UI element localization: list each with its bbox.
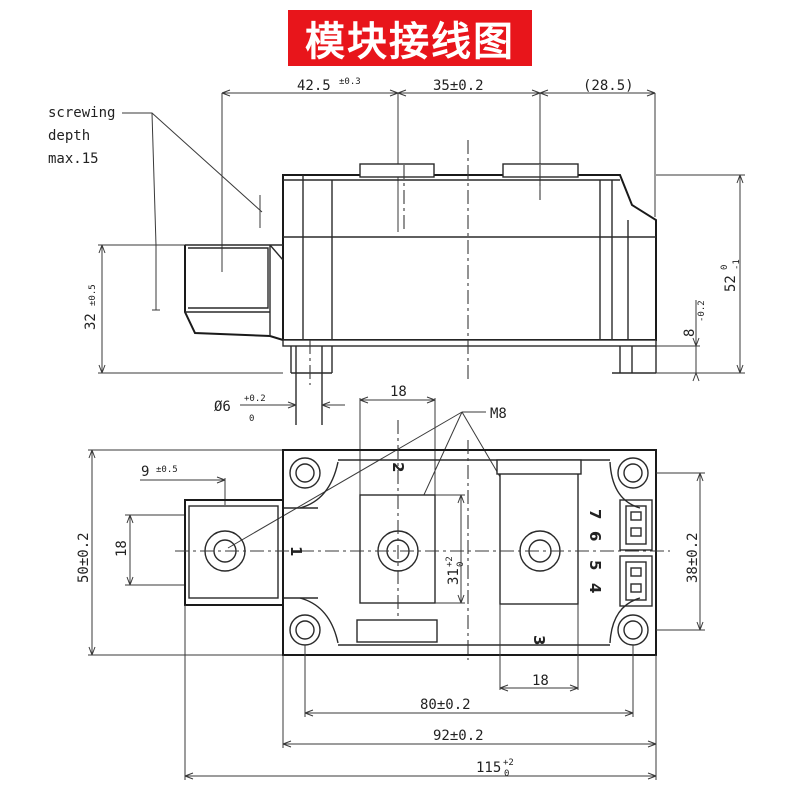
dim-31-tol-bot: 0 [456, 562, 466, 567]
dim-pin-6: Ø6 [214, 399, 231, 415]
pin-3-label: 3 [530, 635, 548, 645]
dim-92: 92±0.2 [433, 728, 484, 744]
dim-80: 80±0.2 [420, 697, 471, 713]
aux-connector-top [619, 499, 653, 551]
corner-hole-tr [617, 457, 649, 489]
dim-42-5-tol: ±0.3 [339, 77, 361, 87]
dim-115-tol-bot: 0 [504, 769, 509, 779]
dim-9-tol: ±0.5 [156, 465, 178, 475]
screwing-leader-1 [122, 112, 263, 213]
pin-1-label: 1 [287, 546, 305, 556]
corner-hole-bl [289, 614, 321, 646]
pin-4-label: 4 [586, 583, 604, 593]
pin-5-label: 5 [586, 560, 604, 570]
pin-6-label: 6 [586, 531, 604, 541]
dim-115: 115 [476, 760, 501, 776]
dim-8: 8 [682, 329, 698, 337]
pin-7-label: 7 [586, 509, 604, 519]
dim-32: 32 [83, 313, 99, 330]
screwing-note-1: screwing [48, 105, 115, 121]
dim-52-tol-bot: -1 [732, 259, 742, 270]
dim-32-tol: ±0.5 [88, 284, 98, 306]
dim-38: 38±0.2 [685, 532, 701, 583]
screwing-note-2: depth [48, 128, 90, 144]
m8-leader-left [227, 411, 463, 549]
pin-2-label: 2 [389, 462, 407, 472]
dim-8-tol: -0.2 [697, 300, 707, 322]
dim-35: 35±0.2 [433, 78, 484, 94]
m8-label: M8 [490, 406, 507, 422]
corner-hole-tl [289, 457, 321, 489]
dim-18-left: 18 [114, 540, 130, 557]
top-view: 18 M8 9 ±0.5 18 50±0.2 [76, 384, 705, 780]
dim-9: 9 [141, 464, 149, 480]
dim-31: 31 [446, 568, 462, 585]
dim-115-tol-top: +2 [503, 758, 514, 768]
dim-50: 50±0.2 [76, 532, 92, 583]
dim-52-tol-top: 0 [720, 265, 730, 270]
aux-connector-bottom [619, 555, 653, 607]
screwing-note-3: max.15 [48, 151, 99, 167]
dim-pin-6-tol-top: +0.2 [244, 394, 266, 404]
screwing-leader-2 [151, 112, 157, 246]
dim-52: 52 [723, 275, 739, 292]
corner-hole-br [617, 614, 649, 646]
dim-18-top: 18 [390, 384, 407, 400]
dim-31-tol-top: +2 [445, 556, 455, 567]
side-view: 42.5 ±0.3 35±0.2 (28.5) screwing depth m… [48, 77, 745, 425]
page-title: 模块接线图 [288, 10, 532, 66]
dim-18-bottom: 18 [532, 673, 549, 689]
dim-42-5: 42.5 [297, 78, 331, 94]
dim-pin-6-tol-bot: 0 [249, 414, 254, 424]
dim-28-5: (28.5) [583, 78, 634, 94]
